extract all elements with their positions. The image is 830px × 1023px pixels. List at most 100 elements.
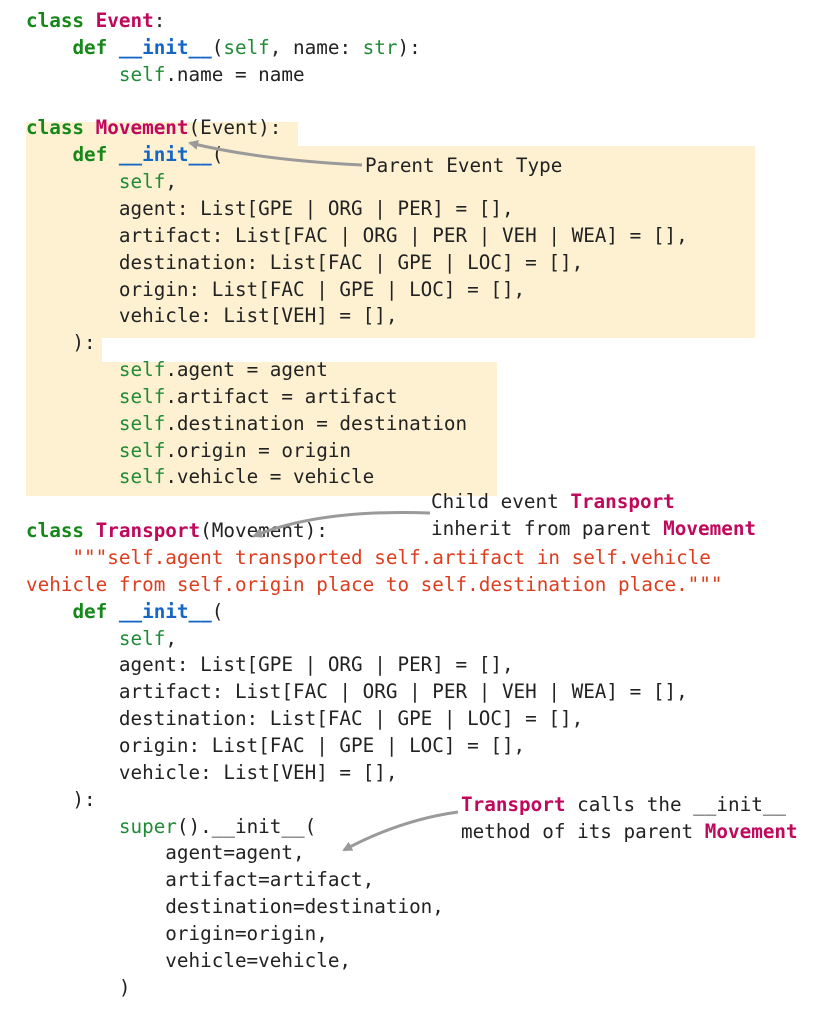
- code-token: self: [118, 411, 166, 435]
- code-line: ):: [26, 787, 96, 812]
- code-token: """self.agent transported self.artifact …: [26, 546, 711, 569]
- code-line: origin: List[FAC | GPE | LOC] = [],: [26, 278, 525, 302]
- code-token: .name = name: [165, 62, 305, 86]
- code-token: .agent = agent: [165, 358, 328, 382]
- annotation-token: Child event: [431, 490, 571, 513]
- code-token: [26, 63, 119, 86]
- code-token: class: [26, 9, 96, 32]
- code-token: __init__: [118, 35, 212, 59]
- code-token: class: [26, 519, 96, 543]
- code-token: [26, 143, 72, 166]
- code-line: artifact: List[FAC | ORG | PER | VEH | W…: [26, 224, 688, 248]
- code-line: self.destination = destination: [26, 412, 467, 436]
- annotation-token: inherit from parent: [431, 517, 664, 540]
- code-line: self,: [26, 170, 177, 194]
- code-line: class Movement(Event):: [26, 116, 281, 140]
- code-token: (: [211, 599, 224, 623]
- code-line: ): [26, 975, 131, 1000]
- code-line: """self.agent transported self.artifact …: [26, 546, 711, 570]
- code-line: artifact: List[FAC | ORG | PER | VEH | W…: [26, 680, 688, 704]
- annotation-token: calls the __init__: [565, 793, 787, 816]
- code-line: vehicle: List[VEH] = [],: [26, 761, 398, 785]
- annotation-child-inherit: Child event Transport: [431, 490, 675, 514]
- code-line: destination: List[FAC | GPE | LOC] = [],: [26, 251, 583, 275]
- code-line: agent=agent,: [26, 841, 305, 865]
- code-token: self: [118, 170, 166, 194]
- annotation-token: Movement: [704, 820, 798, 843]
- annotation-token: method of its parent: [461, 820, 705, 843]
- code-token: self: [118, 626, 166, 650]
- annotation-calls-init: method of its parent Movement: [461, 820, 798, 844]
- code-token: artifact: List[FAC | ORG | PER | VEH | W…: [26, 680, 688, 704]
- annotation-calls-init: Transport calls the __init__: [461, 793, 786, 817]
- code-line: agent: List[GPE | ORG | PER] = [],: [26, 653, 514, 677]
- code-token: .artifact = artifact: [165, 384, 398, 408]
- code-token: [26, 36, 72, 59]
- code-token: ):: [26, 331, 96, 355]
- code-line: super().__init__(: [26, 815, 316, 839]
- code-token: agent=agent,: [26, 841, 305, 865]
- code-line: self.name = name: [26, 63, 305, 87]
- code-token: [26, 600, 72, 623]
- code-token: def: [72, 599, 119, 623]
- code-token: ,: [165, 170, 177, 194]
- code-token: artifact: List[FAC | ORG | PER | VEH | W…: [26, 223, 688, 247]
- code-token: agent: List[GPE | ORG | PER] = [],: [26, 653, 514, 677]
- code-token: vehicle from self.origin place to self.d…: [26, 572, 723, 596]
- code-line: origin: List[FAC | GPE | LOC] = [],: [26, 734, 525, 758]
- code-token: ):: [397, 35, 421, 59]
- code-token: [26, 170, 119, 193]
- code-line: destination=destination,: [26, 895, 444, 919]
- annotation-token: Transport: [461, 793, 566, 816]
- code-token: def: [72, 143, 119, 167]
- code-line: ):: [26, 331, 96, 355]
- code-token: self: [118, 438, 166, 462]
- code-line: self.agent = agent: [26, 358, 328, 382]
- code-token: origin=origin,: [26, 921, 328, 945]
- code-token: [26, 412, 119, 435]
- code-token: ().__init__(: [176, 814, 317, 838]
- code-line: artifact=artifact,: [26, 868, 374, 892]
- code-token: ):: [26, 787, 96, 811]
- code-token: destination: List[FAC | GPE | LOC] = [],: [26, 707, 584, 731]
- annotation-token: Transport: [570, 490, 675, 513]
- code-token: destination: List[FAC | GPE | LOC] = [],: [26, 250, 584, 274]
- code-token: (: [211, 143, 224, 167]
- code-token: self: [118, 62, 166, 86]
- code-token: destination=destination,: [26, 895, 444, 919]
- code-token: agent: List[GPE | ORG | PER] = [],: [26, 196, 514, 220]
- code-line: origin=origin,: [26, 922, 328, 946]
- arrow-calls-init: [342, 810, 459, 852]
- code-token: ): [26, 975, 131, 999]
- code-token: [26, 465, 119, 488]
- code-token: __init__: [118, 143, 212, 167]
- code-token: class: [26, 116, 96, 140]
- code-token: origin: List[FAC | GPE | LOC] = [],: [26, 277, 526, 301]
- code-token: (: [211, 35, 224, 59]
- code-line: self.artifact = artifact: [26, 384, 398, 409]
- code-token: self: [118, 465, 166, 489]
- code-token: origin: List[FAC | GPE | LOC] = [],: [26, 733, 526, 757]
- code-token: Movement: [95, 116, 189, 140]
- annotation-parent-event-type: Parent Event Type: [365, 154, 562, 178]
- code-token: self: [223, 35, 270, 59]
- code-line: class Event:: [26, 9, 165, 33]
- code-token: vehicle=vehicle,: [26, 948, 352, 972]
- code-token: str: [362, 35, 398, 59]
- annotation-child-inherit: inherit from parent Movement: [431, 517, 756, 541]
- code-token: Event: [95, 9, 154, 32]
- code-token: [26, 627, 119, 650]
- code-line: vehicle=vehicle,: [26, 949, 351, 973]
- code-line: self.origin = origin: [26, 439, 351, 463]
- movement-highlight-close: [26, 338, 102, 362]
- code-line: def __init__(: [26, 600, 223, 624]
- code-token: (Event):: [188, 116, 282, 140]
- annotation-token: Movement: [663, 517, 757, 540]
- code-token: self: [118, 384, 166, 408]
- code-line: def __init__(self, name: str):: [26, 35, 421, 60]
- code-token: ,: [165, 626, 177, 650]
- code-token: :: [153, 9, 166, 32]
- code-token: super: [118, 814, 177, 838]
- annotation-token: Parent Event Type: [365, 154, 563, 177]
